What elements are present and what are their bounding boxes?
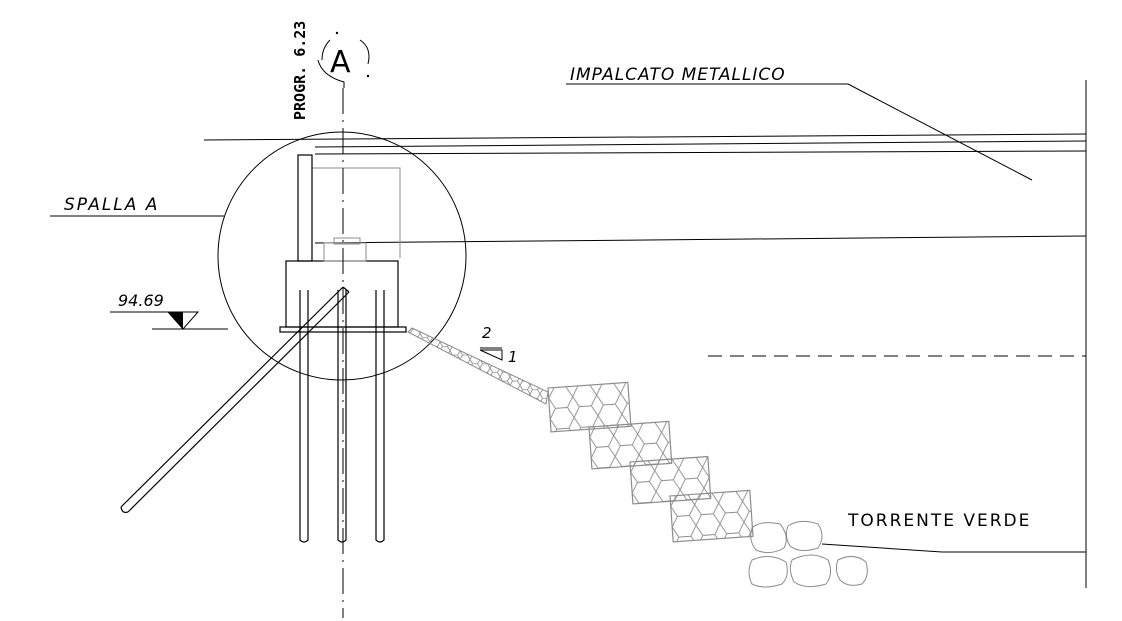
deck-lines (203, 133, 1087, 258)
slope-bottom-label: 1 (508, 348, 518, 366)
deck-label: IMPALCATO METALLICO (570, 65, 786, 85)
section-marker-label: A (330, 45, 351, 80)
elevation-marker (110, 311, 228, 330)
section-marker: A (317, 31, 370, 88)
abutment-label: SPALLA A (64, 195, 159, 215)
abutment-structure (120, 154, 407, 543)
gabion-baskets (547, 381, 754, 543)
riprap-boulders (748, 520, 868, 588)
inclined-pile (120, 286, 350, 514)
piles (299, 290, 385, 543)
gabion-mattress (407, 327, 549, 405)
detail-circle (217, 131, 467, 381)
elevation-label: 94.69 (118, 291, 164, 310)
slope-top-label: 2 (482, 324, 492, 342)
deck-leader (566, 83, 1033, 181)
slope-symbol (479, 347, 503, 361)
progressive-label: PROGR. 6.23 (291, 21, 309, 120)
stream-leader (821, 543, 1086, 553)
stream-label: TORRENTE VERDE (847, 511, 1031, 531)
